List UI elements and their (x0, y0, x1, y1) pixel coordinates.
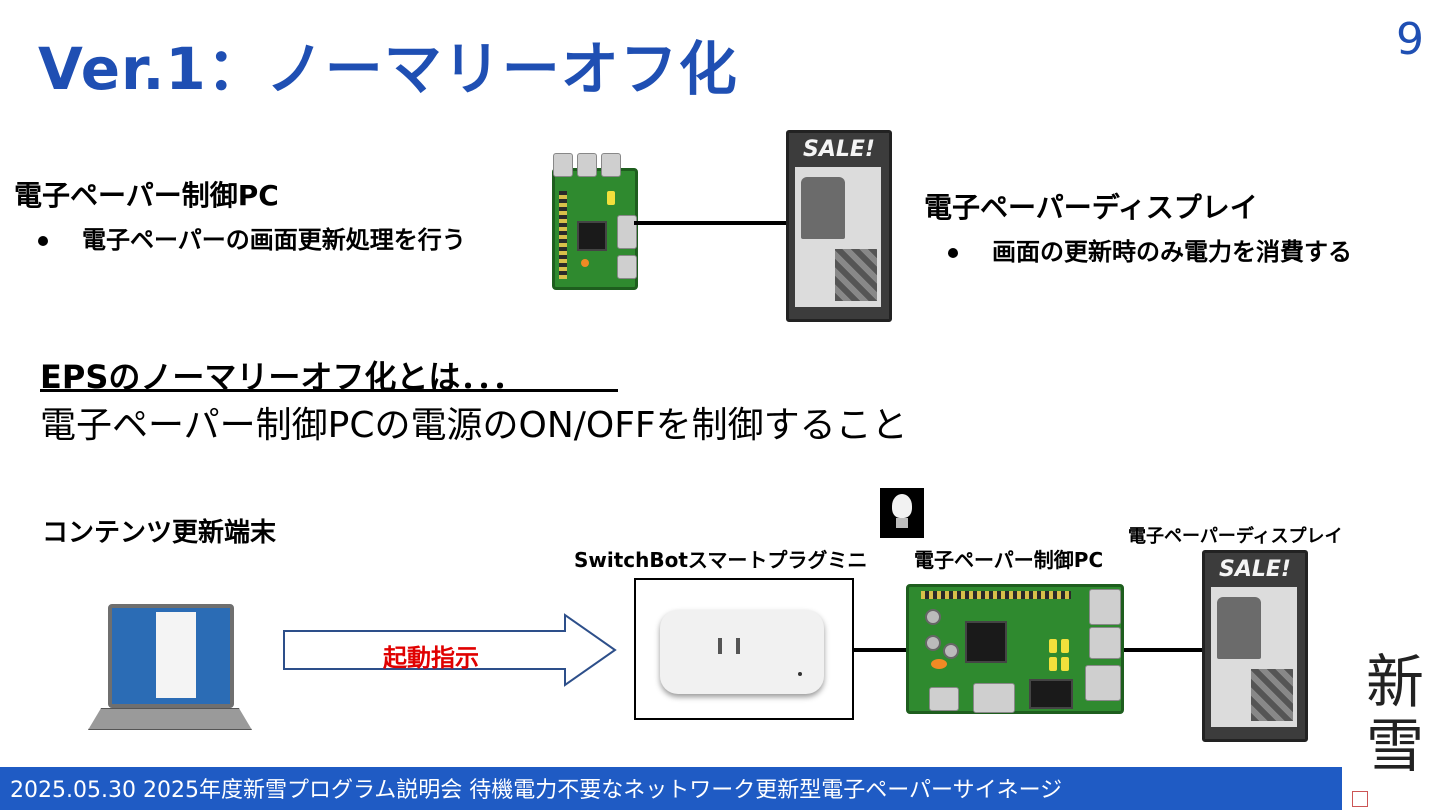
footer-bar (0, 767, 1342, 810)
plug-label: SwitchBotスマートプラグミニ (574, 548, 868, 572)
connector-line-pc-display (1118, 648, 1204, 652)
epaper-display-image-bottom: SALE! (1202, 550, 1308, 742)
page-number: 9 (1396, 14, 1424, 65)
display-label: 電子ペーパーディスプレイ (1128, 526, 1343, 547)
eps-description: 電子ペーパー制御PCの電源のON/OFFを制御すること (40, 405, 908, 446)
footer-text: 2025.05.30 2025年度新雪プログラム説明会 待機電力不要なネットワー… (10, 778, 1063, 803)
terminal-label: コンテンツ更新端末 (42, 518, 277, 548)
connector-line-plug-pc (852, 648, 908, 652)
bullet-icon (38, 236, 48, 246)
sale-text: SALE! (1219, 557, 1291, 582)
smart-plug-image (634, 578, 854, 720)
connector-line-top (634, 221, 788, 225)
lightbulb-icon (880, 488, 924, 538)
pc-bullet: 電子ペーパーの画面更新処理を行う (38, 220, 466, 255)
slide-title: Ver.1：ノーマリーオフ化 (38, 35, 738, 103)
laptop-base (88, 708, 252, 730)
arrow-label: 起動指示 (383, 644, 479, 672)
display-heading: 電子ペーパーディスプレイ (924, 191, 1258, 224)
sale-text: SALE! (803, 137, 875, 162)
epaper-display-image-top: SALE! (786, 130, 892, 322)
pcb-image-bottom (906, 584, 1124, 714)
pc-bullet-text: 電子ペーパーの画面更新処理を行う (82, 226, 466, 254)
laptop-image (108, 604, 234, 708)
arrow-icon (283, 613, 617, 687)
eps-heading-underline (40, 389, 618, 392)
display-bullet-text: 画面の更新時のみ電力を消費する (992, 238, 1352, 266)
pc-heading: 電子ペーパー制御PC (14, 179, 279, 212)
seal-icon (1352, 791, 1368, 807)
pc-label: 電子ペーパー制御PC (914, 548, 1104, 572)
shinsetsu-logo: 新雪 (1365, 648, 1424, 780)
bullet-icon (948, 248, 958, 258)
display-bullet: 画面の更新時のみ電力を消費する (948, 232, 1352, 267)
pcb-image-top (552, 153, 638, 290)
